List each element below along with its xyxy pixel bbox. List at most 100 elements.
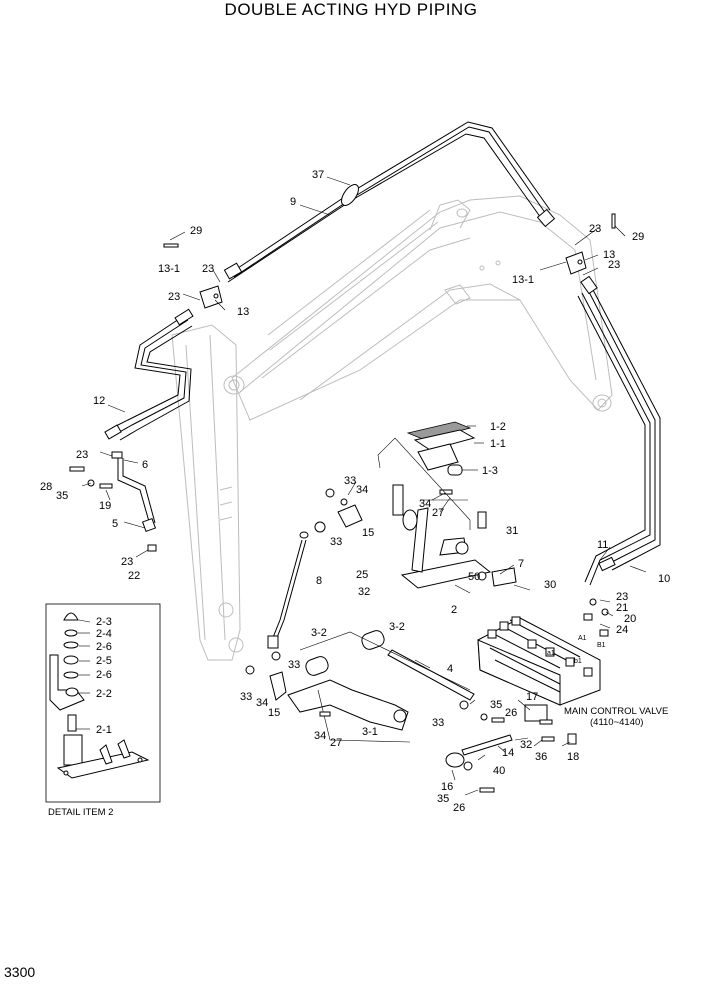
callout: 50	[468, 571, 480, 583]
callout: 37	[312, 169, 324, 181]
mcv-range: (4110~4140)	[590, 717, 643, 728]
port-label: a1	[547, 650, 555, 657]
callout: 30	[544, 579, 556, 591]
main-control-valve-caption: MAIN CONTROL VALVE (4110~4140)	[564, 706, 668, 728]
callout-labels: 37 9 29 13-1 23 23 13 23 29 13 23 13-1 1…	[40, 169, 670, 814]
rod-8	[267, 531, 309, 649]
linkage-assembly	[245, 630, 475, 743]
callout: 23	[589, 223, 601, 235]
callout: 23	[202, 263, 214, 275]
callout: 13	[603, 249, 615, 261]
callout: 13	[237, 306, 249, 318]
callout: 29	[632, 231, 644, 243]
callout: 19	[99, 500, 111, 512]
callout: 2-2	[96, 688, 112, 700]
callout: 26	[453, 802, 465, 814]
page-number: 3300	[4, 964, 36, 980]
callout: 5	[112, 518, 118, 530]
callout: 21	[616, 602, 628, 614]
clevis-15-upper	[314, 488, 363, 533]
callout: 1-1	[490, 438, 506, 450]
callout: 23	[121, 556, 133, 568]
mcv-name: MAIN CONTROL VALVE	[564, 706, 668, 717]
callout: 2	[451, 604, 457, 616]
callout: 11	[597, 539, 608, 551]
callout: 7	[518, 558, 524, 570]
callout: 31	[506, 525, 518, 537]
hose-12	[104, 308, 194, 441]
callout: 10	[658, 573, 670, 585]
callout: 8	[316, 575, 322, 587]
hose-9	[223, 121, 556, 283]
callout: 36	[535, 751, 547, 763]
callout: 13-1	[158, 263, 180, 275]
callout: 29	[190, 225, 202, 237]
port-label: b1	[574, 658, 582, 665]
callout: 27	[432, 507, 444, 519]
callout: 25	[356, 569, 368, 581]
callout: 34	[314, 730, 326, 742]
callout: 4	[447, 663, 453, 675]
callout: 23	[616, 591, 628, 603]
callout: 16	[441, 781, 453, 793]
callout: 27	[330, 737, 342, 749]
bracket-13-left	[163, 243, 223, 309]
callout: 34	[256, 697, 268, 709]
callout: 35	[490, 699, 502, 711]
callout: 23	[76, 449, 88, 461]
port-label: B1	[597, 642, 606, 649]
callout: 12	[93, 395, 105, 407]
bracket-13-right	[565, 213, 616, 275]
callout: 17	[526, 691, 538, 703]
callout: 20	[624, 613, 636, 625]
callout: 26	[505, 707, 517, 719]
boom-outline	[231, 195, 613, 421]
callout: 33	[344, 475, 356, 487]
callout: 28	[40, 481, 52, 493]
callout: 33	[330, 536, 342, 548]
callout: 33	[240, 691, 252, 703]
callout: 1-3	[482, 465, 498, 477]
callout: 3-2	[389, 621, 405, 633]
pedal-assembly	[377, 421, 517, 589]
callout: 3-2	[311, 627, 327, 639]
callout: 34	[419, 498, 431, 510]
callout: 9	[290, 196, 296, 208]
callout: 2-6	[96, 669, 112, 681]
callout: 2-3	[96, 616, 112, 628]
callout: 40	[493, 765, 505, 777]
callout: 2-1	[96, 724, 112, 736]
callout: 23	[168, 291, 180, 303]
detail-item-2-labels: 2-3 2-4 2-6 2-5 2-6 2-2 2-1 DETAIL ITEM …	[48, 616, 113, 818]
leader-lines	[76, 176, 647, 796]
callout: 2-4	[96, 628, 112, 640]
hose-10-11	[577, 275, 661, 586]
callout: 6	[142, 459, 148, 471]
fittings-left	[69, 451, 157, 552]
port-label: A1	[578, 635, 587, 642]
callout: 32	[520, 739, 532, 751]
callout: 33	[288, 659, 300, 671]
callout: 24	[616, 624, 628, 636]
callout: 13-1	[512, 274, 534, 286]
callout: 35	[56, 490, 68, 502]
callout: 22	[128, 570, 140, 582]
arm-outline	[171, 324, 245, 661]
callout: 14	[502, 747, 514, 759]
callout: 2-5	[96, 655, 112, 667]
page-title: DOUBLE ACTING HYD PIPING	[224, 0, 478, 19]
callout: 34	[356, 484, 368, 496]
callout: 15	[362, 527, 374, 539]
callout: 15	[268, 707, 280, 719]
callout: 33	[432, 717, 444, 729]
callout: 23	[608, 259, 620, 271]
callout: 32	[358, 586, 370, 598]
callout: 3-1	[362, 726, 378, 738]
callout: 1-2	[490, 421, 506, 433]
callout: 18	[567, 751, 579, 763]
callout: 35	[437, 793, 449, 805]
detail-caption: DETAIL ITEM 2	[48, 807, 113, 818]
main-control-valve-drawing[interactable]	[477, 598, 609, 706]
rod-14	[445, 704, 577, 793]
